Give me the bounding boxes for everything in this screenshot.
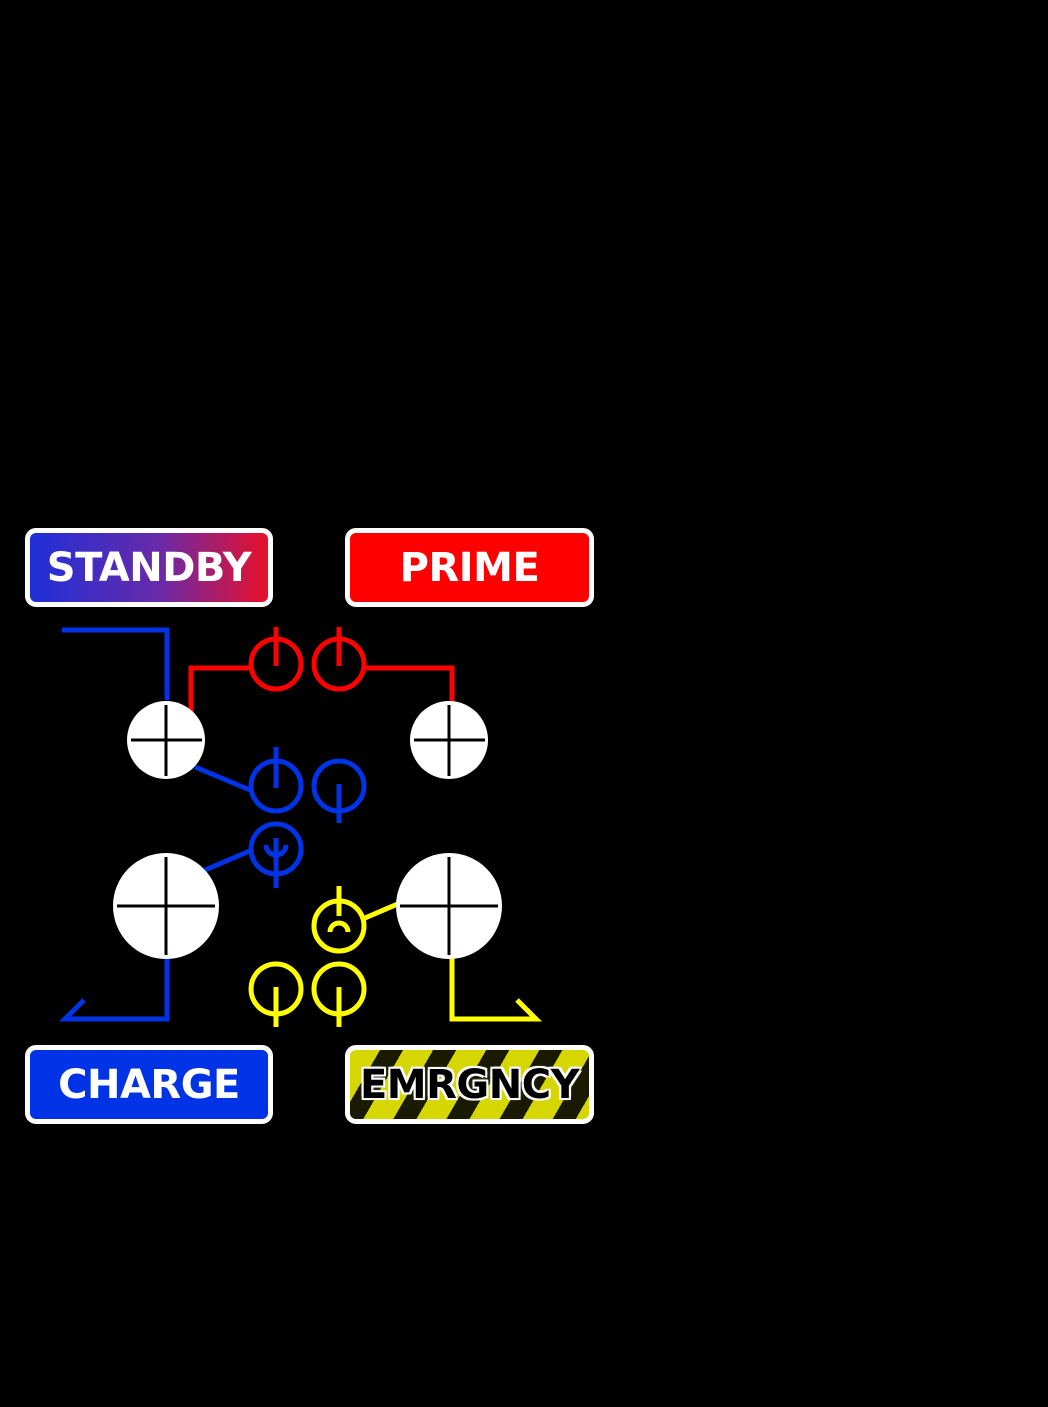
red-socket-left[interactable]: [248, 627, 304, 692]
red-socket-right[interactable]: [311, 627, 367, 692]
yellow-wire-socket-to-node: [364, 900, 401, 921]
yellow-socket-bottom-right[interactable]: [311, 961, 367, 1027]
prime-button[interactable]: PRIME: [345, 528, 594, 607]
emergency-button-label: EMRGNCY: [359, 1061, 580, 1108]
node-charge-large[interactable]: [113, 853, 219, 959]
emergency-button[interactable]: EMRGNCY: [345, 1045, 594, 1124]
node-standby-small[interactable]: [127, 701, 205, 779]
blue-socket-top-right[interactable]: [311, 758, 367, 823]
standby-button[interactable]: STANDBY: [25, 528, 273, 607]
blue-wire-standby: [62, 627, 170, 700]
red-wire-left: [188, 665, 250, 714]
blue-wire-bignode-to-socket: [204, 847, 253, 873]
yellow-wire-emergency: [449, 958, 543, 1022]
node-emergency-large[interactable]: [396, 853, 502, 959]
charge-button-label: CHARGE: [58, 1061, 240, 1108]
blue-wire-node-to-socket: [194, 764, 251, 793]
blue-circuit: [58, 627, 253, 1022]
yellow-socket-bottom-left[interactable]: [248, 961, 304, 1027]
red-circuit: [188, 665, 455, 714]
yellow-socket-transmitter[interactable]: [311, 886, 367, 954]
yellow-circuit: [364, 900, 543, 1022]
blue-socket-receiver[interactable]: [248, 821, 304, 888]
node-prime-small[interactable]: [410, 701, 488, 779]
blue-socket-top-left[interactable]: [248, 747, 304, 814]
prime-button-label: PRIME: [399, 544, 540, 591]
standby-button-label: STANDBY: [46, 544, 252, 591]
red-wire-right: [366, 665, 455, 704]
charge-button[interactable]: CHARGE: [25, 1045, 273, 1124]
blue-wire-charge: [58, 958, 170, 1022]
